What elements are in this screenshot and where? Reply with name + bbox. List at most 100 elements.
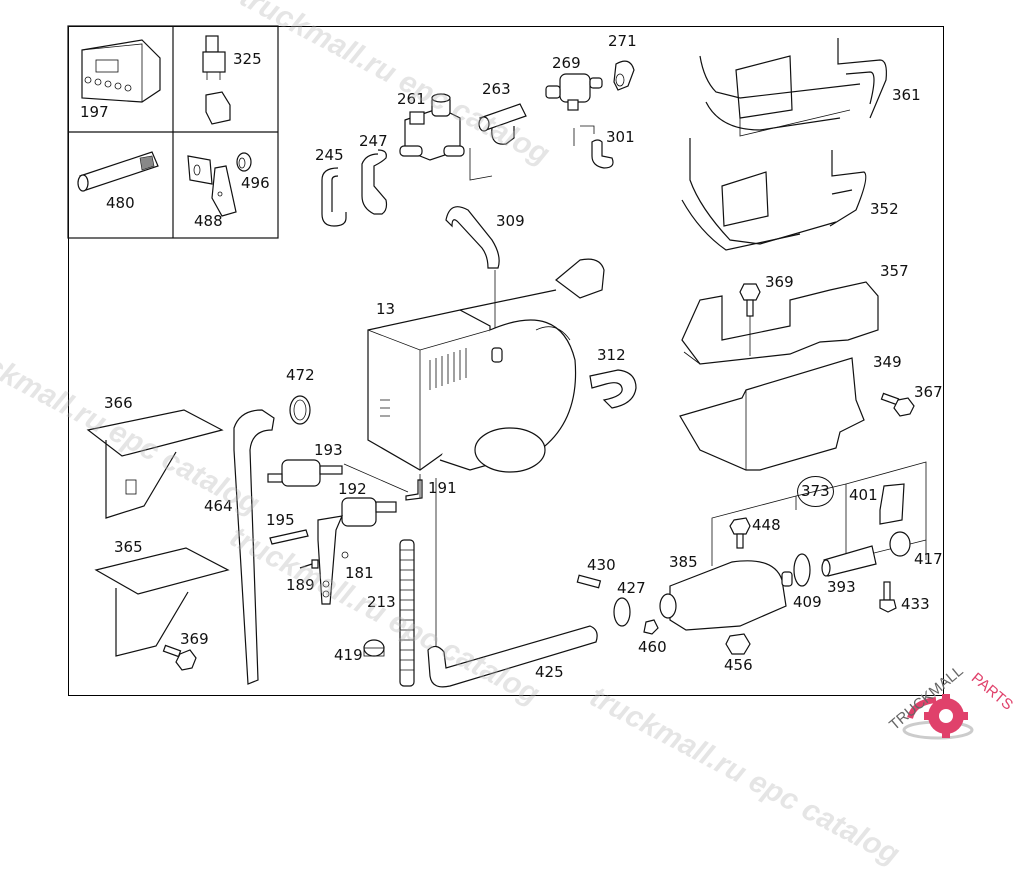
part-472-clamp[interactable] [289,395,311,425]
part-419-clip[interactable] [363,639,385,657]
part-269-valve[interactable] [545,73,603,111]
label-393[interactable]: 393 [827,578,856,596]
part-425-exhaust-pipe[interactable] [427,625,598,688]
part-361-coolant-tubes[interactable] [699,38,887,137]
part-464-hose[interactable] [233,409,275,685]
label-352[interactable]: 352 [870,200,899,218]
part-427-clamp[interactable] [613,597,631,627]
leader-line [573,125,595,146]
label-427[interactable]: 427 [617,579,646,597]
label-263[interactable]: 263 [482,80,511,98]
part-213-exhaust-hose[interactable] [399,539,415,687]
part-430-bolt[interactable] [576,574,602,589]
label-189[interactable]: 189 [286,576,315,594]
part-301-elbow[interactable] [591,139,614,169]
label-433[interactable]: 433 [901,595,930,613]
label-197[interactable]: 197 [80,103,109,121]
label-480[interactable]: 480 [106,194,135,212]
part-456-nut[interactable] [725,633,751,655]
part-367-bolt[interactable] [880,392,915,417]
label-385[interactable]: 385 [669,553,698,571]
part-181-nut[interactable] [341,551,349,559]
part-366-bracket[interactable] [86,409,224,519]
part-325-connector[interactable] [202,35,231,125]
label-309[interactable]: 309 [496,212,525,230]
part-261-valve[interactable] [399,93,465,161]
label-357[interactable]: 357 [880,262,909,280]
label-301[interactable]: 301 [606,128,635,146]
part-309-hose[interactable] [445,206,500,269]
part-365-bracket[interactable] [94,547,230,657]
label-261[interactable]: 261 [397,90,426,108]
part-245-hose[interactable] [321,167,347,227]
part-13-heater-unit[interactable] [367,258,605,473]
part-195-pin[interactable] [269,529,309,545]
label-464[interactable]: 464 [204,497,233,515]
label-325[interactable]: 325 [233,50,262,68]
part-247-hose[interactable] [361,149,388,215]
kit-373-bracket-lines [711,461,927,566]
label-430[interactable]: 430 [587,556,616,574]
inset-grid [67,25,279,239]
label-456[interactable]: 456 [724,656,753,674]
label-269[interactable]: 269 [552,54,581,72]
part-417-clamp[interactable] [889,531,911,557]
label-369-lower[interactable]: 369 [180,630,209,648]
part-369-bolt-lower[interactable] [162,644,197,671]
label-271[interactable]: 271 [608,32,637,50]
label-366[interactable]: 366 [104,394,133,412]
part-271-elbow[interactable] [613,60,635,91]
part-409-clamp[interactable] [793,553,811,587]
part-433-bolt[interactable] [879,581,897,613]
part-349-heat-shield[interactable] [679,357,865,471]
label-195[interactable]: 195 [266,511,295,529]
label-496[interactable]: 496 [241,174,270,192]
part-352-coolant-tubes[interactable] [681,138,867,251]
label-417[interactable]: 417 [914,550,943,568]
part-496-nut[interactable] [236,152,252,172]
part-448-bolt[interactable] [729,517,751,549]
label-488[interactable]: 488 [194,212,223,230]
label-373-kit[interactable]: 373 [797,476,834,507]
label-191[interactable]: 191 [428,479,457,497]
part-393-pipe[interactable] [821,545,877,577]
part-357-bracket[interactable] [681,281,879,365]
label-245[interactable]: 245 [315,146,344,164]
part-401-bracket[interactable] [879,483,905,525]
label-425[interactable]: 425 [535,663,564,681]
label-349[interactable]: 349 [873,353,902,371]
part-488-bracket[interactable] [187,155,237,217]
label-472[interactable]: 472 [286,366,315,384]
label-401[interactable]: 401 [849,486,878,504]
part-460-nut[interactable] [643,619,659,635]
leader-line [469,148,493,181]
logo-text-right: PARTS [968,670,1016,714]
label-312[interactable]: 312 [597,346,626,364]
part-263-hose[interactable] [478,103,527,145]
label-213[interactable]: 213 [367,593,396,611]
label-448[interactable]: 448 [752,516,781,534]
label-193[interactable]: 193 [314,441,343,459]
gear-logo-icon: TRUCKMALL PARTS [886,662,1016,740]
label-13[interactable]: 13 [376,300,396,318]
leader-line [343,463,409,493]
part-197-timer[interactable] [81,39,161,103]
label-192[interactable]: 192 [338,480,367,498]
label-409[interactable]: 409 [793,593,822,611]
label-361[interactable]: 361 [892,86,921,104]
part-369-bolt[interactable] [739,283,761,317]
part-480-sleeve[interactable] [77,151,159,192]
label-460[interactable]: 460 [638,638,667,656]
label-181[interactable]: 181 [345,564,374,582]
label-367[interactable]: 367 [914,383,943,401]
label-419[interactable]: 419 [334,646,363,664]
part-385-silencer[interactable] [659,560,793,631]
part-193-fuel-filter[interactable] [267,459,343,487]
part-189-screw[interactable] [299,559,319,569]
part-312-hose[interactable] [589,369,637,409]
part-191-fuel-elbow[interactable] [405,479,423,501]
part-192-fuel-pump[interactable] [317,497,397,605]
label-369[interactable]: 369 [765,273,794,291]
label-365[interactable]: 365 [114,538,143,556]
label-247[interactable]: 247 [359,132,388,150]
